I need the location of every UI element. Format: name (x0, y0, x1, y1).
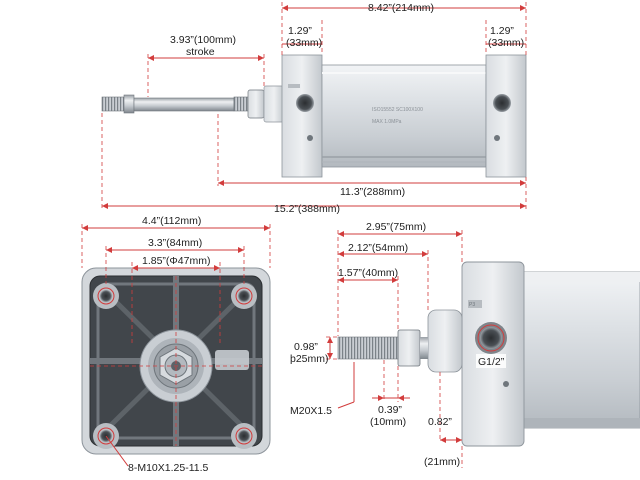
cylinder-side-view: ISO15552 SC100X100 MAX 1.0MPa (101, 54, 527, 178)
dim-nut-in: 0.39” (378, 404, 402, 416)
rear-port (493, 94, 511, 112)
dim-stroke-word: stroke (186, 46, 215, 58)
dim-bolt-spacing: 3.3”(84mm) (148, 237, 202, 249)
dim-total-length: 15.2”(388mm) (274, 203, 340, 215)
dim-stroke-value: 3.93”(100mm) (170, 34, 236, 46)
dim-body-length: 11.3”(288mm) (340, 186, 405, 198)
dim-rod-dia-in: 0.98” (294, 341, 318, 353)
dim-cap-thick-mm: (21mm) (424, 456, 460, 468)
front-end-cap (281, 54, 323, 178)
side-view-dimensions: 8.42”(214mm) 1.29” (33mm) 1.29” (33mm) 3… (101, 2, 527, 215)
dim-cap-left-mm: (33mm) (286, 37, 322, 49)
svg-text:P3: P3 (469, 302, 475, 308)
dim-cap-right-mm: (33mm) (488, 37, 524, 49)
svg-text:MAX 1.0MPa: MAX 1.0MPa (372, 119, 402, 125)
end-view-dimensions: 4.4”(112mm) 3.3”(84mm) 1.85”(Φ47mm) 8-M1… (81, 215, 271, 474)
dim-bore-diameter: 1.85”(Φ47mm) (142, 255, 210, 267)
dim-overall-top: 8.42”(214mm) (368, 2, 434, 14)
dim-rod-dia-mm: þ25mm) (290, 353, 329, 365)
dim-cap-right-in: 1.29” (490, 25, 514, 37)
port-g12 (480, 327, 502, 349)
rod-end-thread (101, 96, 125, 112)
rod-detail-dimensions: 2.95”(75mm) 2.12”(54mm) 1.57”(40mm) 0.98… (290, 221, 506, 468)
svg-text:ISO15552 SC100X100: ISO15552 SC100X100 (372, 107, 423, 113)
dim-nut-mm: (10mm) (370, 416, 406, 428)
dim-rod-thread: M20X1.5 (290, 405, 332, 417)
dim-rod-length-54: 2.12”(54mm) (348, 242, 408, 254)
dim-cap-left-in: 1.29” (288, 25, 312, 37)
rear-end-cap (485, 54, 527, 178)
dim-rod-to-face: 2.95”(75mm) (366, 221, 426, 233)
dim-cap-thick-in: 0.82” (428, 416, 452, 428)
rod-nut (247, 89, 265, 119)
dim-flange-width: 4.4”(112mm) (142, 215, 201, 227)
rod-flat (123, 94, 135, 114)
dim-port-label: G1/2” (478, 356, 505, 368)
dim-bolt-spec: 8-M10X1.25-11.5 (128, 462, 209, 474)
dim-thread-length: 1.57”(40mm) (338, 267, 398, 279)
rod-bushing (263, 85, 285, 123)
front-port (296, 94, 314, 112)
barrel (321, 64, 487, 168)
piston-rod (133, 97, 235, 112)
